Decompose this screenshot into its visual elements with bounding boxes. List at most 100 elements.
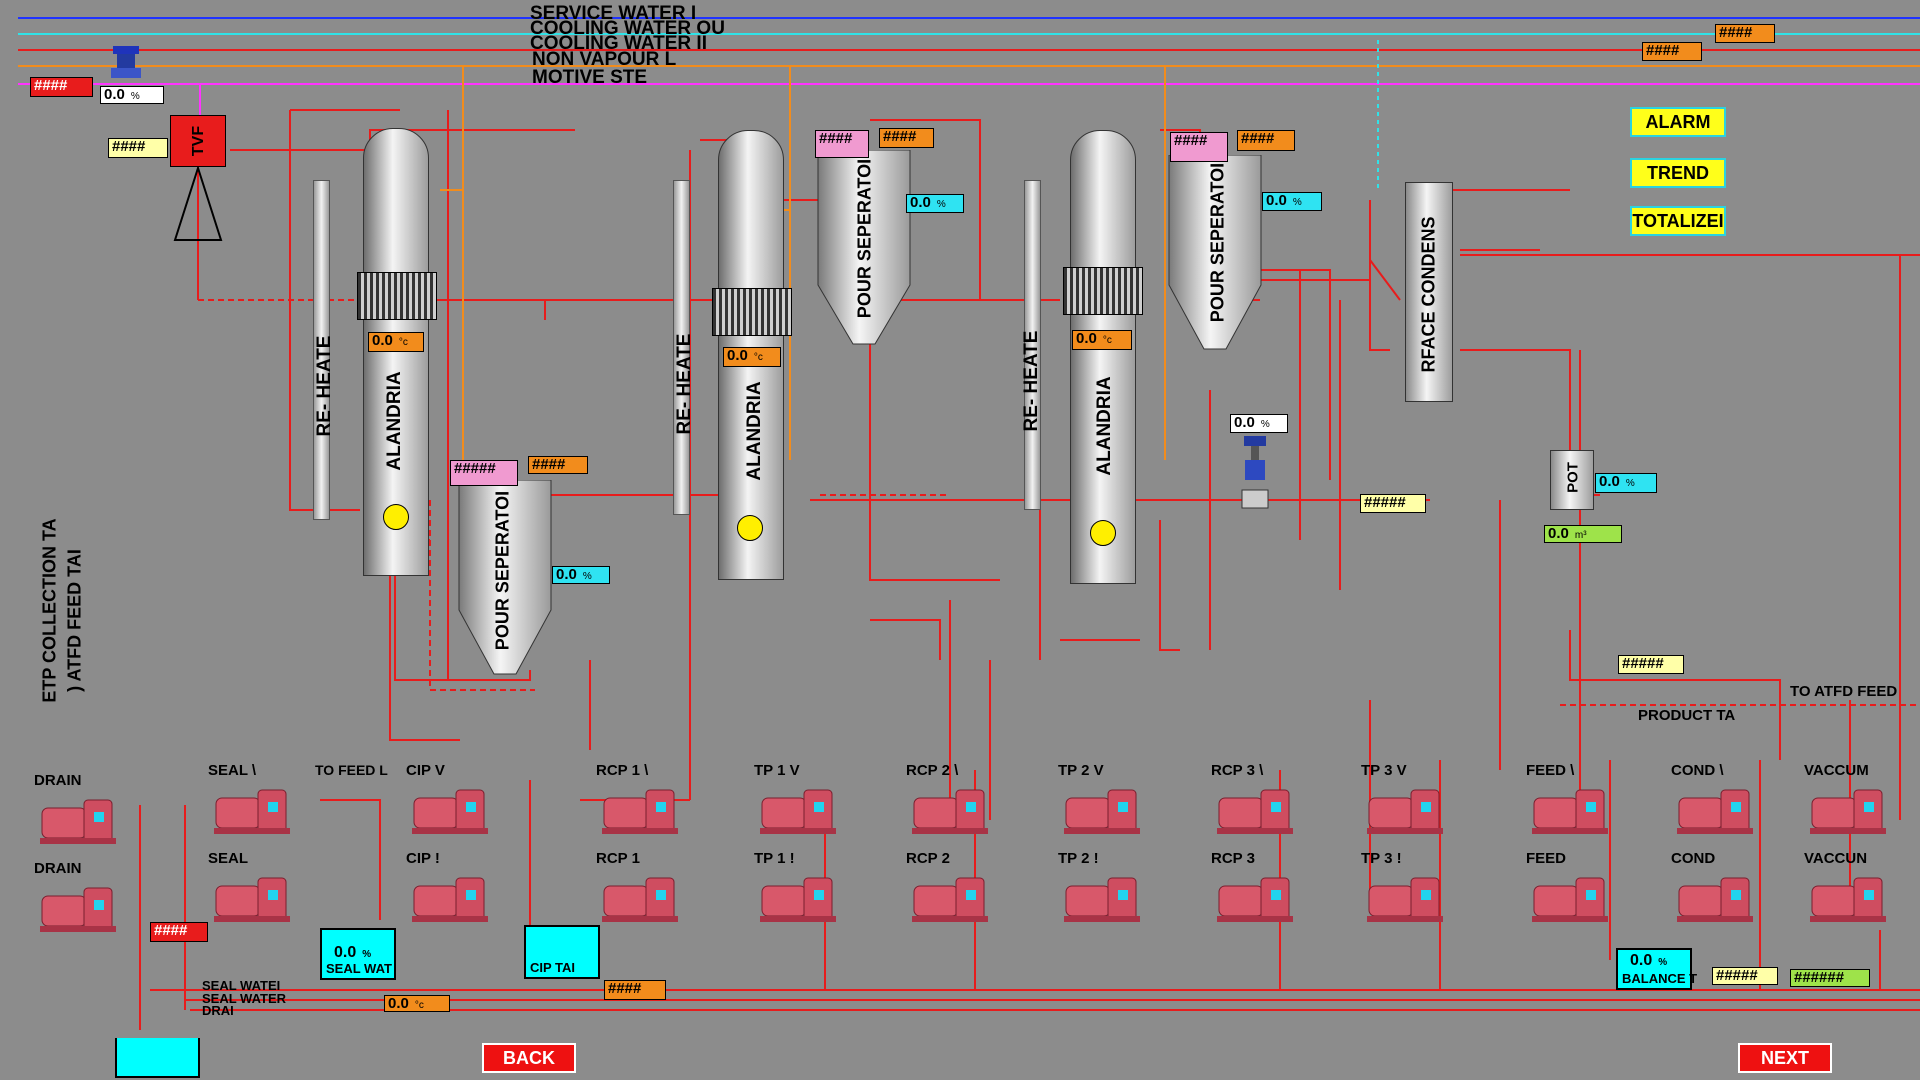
pump-vac1[interactable]: [1808, 784, 1888, 840]
pump-rcp3a[interactable]: [1215, 784, 1295, 840]
drain-line: DRAI: [202, 1003, 234, 1018]
reheater-3[interactable]: [1024, 180, 1041, 510]
pump-tp1a[interactable]: [758, 784, 838, 840]
pump-label-drain2: DRAIN: [34, 860, 82, 877]
pump-rcp2a[interactable]: [910, 784, 990, 840]
pump-feed1[interactable]: [1530, 784, 1610, 840]
pump-label-seal2: SEAL: [208, 850, 249, 867]
product-tank-label: PRODUCT TA: [1638, 707, 1736, 724]
separator-1-value: ####: [528, 456, 588, 474]
separator-3-level: ####: [1170, 132, 1228, 162]
pump-label-cond2: COND: [1671, 850, 1716, 867]
seal-water-tank[interactable]: 0.0%SEAL WAT: [320, 928, 396, 980]
control-valve-output: 0.0%: [1230, 414, 1288, 433]
pump-rcp1a[interactable]: [600, 784, 680, 840]
pump-rcp2b[interactable]: [910, 872, 990, 928]
pump-tp3b[interactable]: [1365, 872, 1445, 928]
pump-label-feed2: FEED: [1526, 850, 1567, 867]
pump-tp2b[interactable]: [1062, 872, 1142, 928]
surface-condenser[interactable]: [1405, 182, 1453, 402]
trend-button[interactable]: TREND: [1630, 158, 1726, 188]
drain-temp: 0.0°c: [384, 995, 450, 1012]
pump-drain1[interactable]: [38, 794, 118, 850]
value-top-right-2: ####: [1642, 42, 1702, 61]
calandria-2-heater: [712, 288, 792, 336]
pump-label-vac1: VACCUM: [1804, 762, 1869, 779]
value-top-right-1: ####: [1715, 24, 1775, 43]
pump-label-cip2: CIP !: [406, 850, 440, 867]
valve-output-1: 0.0%: [100, 86, 164, 104]
pump-label-tp2a: TP 2 V: [1058, 762, 1104, 779]
pump-drain2[interactable]: [38, 882, 118, 938]
pump-vac2[interactable]: [1808, 872, 1888, 928]
condensate-pot[interactable]: POT: [1550, 450, 1594, 510]
pump-label-rcp2b: RCP 2: [906, 850, 950, 867]
pump-tp2a[interactable]: [1062, 784, 1142, 840]
vapour-separator-1[interactable]: [458, 479, 552, 675]
control-valve-icon[interactable]: [105, 44, 147, 80]
pump-seal2[interactable]: [212, 872, 292, 928]
pump-tp3a[interactable]: [1365, 784, 1445, 840]
calandria-2-label: ALANDRIA: [744, 381, 765, 481]
pump-label-rcp3b: RCP 3: [1211, 850, 1255, 867]
vapour-separator-3[interactable]: [1168, 154, 1262, 350]
pump-label-tp1b: TP 1 !: [754, 850, 795, 867]
feed-flow-value: #####: [1618, 655, 1684, 674]
cip-tank[interactable]: CIP TAI: [524, 925, 600, 979]
alarm-button[interactable]: ALARM: [1630, 107, 1726, 137]
separator-3-pct: 0.0%: [1262, 192, 1322, 211]
pump-rcp1b[interactable]: [600, 872, 680, 928]
vapour-separator-1-label: POUR SEPERATOI: [492, 490, 513, 651]
calandria-3[interactable]: [1070, 130, 1136, 584]
pump-rcp3b[interactable]: [1215, 872, 1295, 928]
calandria-1[interactable]: [363, 128, 429, 576]
separator-1-level: #####: [450, 460, 518, 486]
surface-condenser-label: RFACE CONDENS: [1418, 216, 1439, 373]
seal-water-line: SEAL WATER: [202, 991, 287, 1006]
pump-label-vac2: VACCUN: [1804, 850, 1868, 867]
pump-label-cip1: CIP V: [406, 762, 445, 779]
balance-green-value: ######: [1790, 969, 1870, 987]
pump-label-feed1: FEED \: [1526, 762, 1575, 779]
header-motive-steam: MOTIVE STE: [532, 67, 648, 88]
pump-label-tp3a: TP 3 V: [1361, 762, 1407, 779]
drain-tank: [115, 1038, 200, 1078]
pump-cip1[interactable]: [410, 784, 490, 840]
pump-cip2[interactable]: [410, 872, 490, 928]
control-valve-center-icon[interactable]: [1240, 436, 1270, 518]
separator-2-pct: 0.0%: [906, 194, 964, 213]
sight-glass-2-icon: [737, 515, 763, 541]
pump-label-rcp1b: RCP 1: [596, 850, 640, 867]
pump-seal1[interactable]: [212, 784, 292, 840]
back-button[interactable]: BACK: [482, 1043, 576, 1073]
separator-3-value: ####: [1237, 130, 1295, 151]
header-cooling-water-out: COOLING WATER OU: [530, 18, 725, 39]
to-atfd-feed-label: TO ATFD FEED: [1790, 683, 1898, 700]
header-cooling-water-in: COOLING WATER II: [530, 33, 707, 54]
atfd-feed-label: ) ATFD FEED TAI: [64, 549, 85, 692]
balance-tank[interactable]: 0.0%BALANCE T: [1616, 948, 1697, 990]
reheater-2[interactable]: [673, 180, 690, 515]
to-feed-label: TO FEED L: [315, 762, 388, 778]
separator-2-value: ####: [879, 128, 934, 148]
pump-label-tp3b: TP 3 !: [1361, 850, 1402, 867]
header-non-vapour: NON VAPOUR L: [532, 49, 677, 70]
separator-1-pct: 0.0%: [552, 566, 610, 584]
pump-label-drain1: DRAIN: [34, 772, 82, 789]
next-button[interactable]: NEXT: [1738, 1043, 1832, 1073]
calandria-1-heater: [357, 272, 437, 320]
value-topleft: ####: [30, 77, 93, 97]
calandria-3-heater: [1063, 267, 1143, 315]
totalizer-button[interactable]: TOTALIZEI: [1630, 206, 1726, 236]
pump-feed2[interactable]: [1530, 872, 1610, 928]
tvf-block[interactable]: TVF: [170, 115, 226, 167]
header-service-water: SERVICE WATER I: [530, 3, 697, 24]
reheater-1[interactable]: [313, 180, 330, 520]
pump-cond1[interactable]: [1675, 784, 1755, 840]
pump-tp1b[interactable]: [758, 872, 838, 928]
seal-water-in-line: SEAL WATEI: [202, 978, 281, 993]
vapour-separator-2[interactable]: [817, 149, 911, 345]
drain-value: ####: [150, 922, 208, 942]
pump-cond2[interactable]: [1675, 872, 1755, 928]
